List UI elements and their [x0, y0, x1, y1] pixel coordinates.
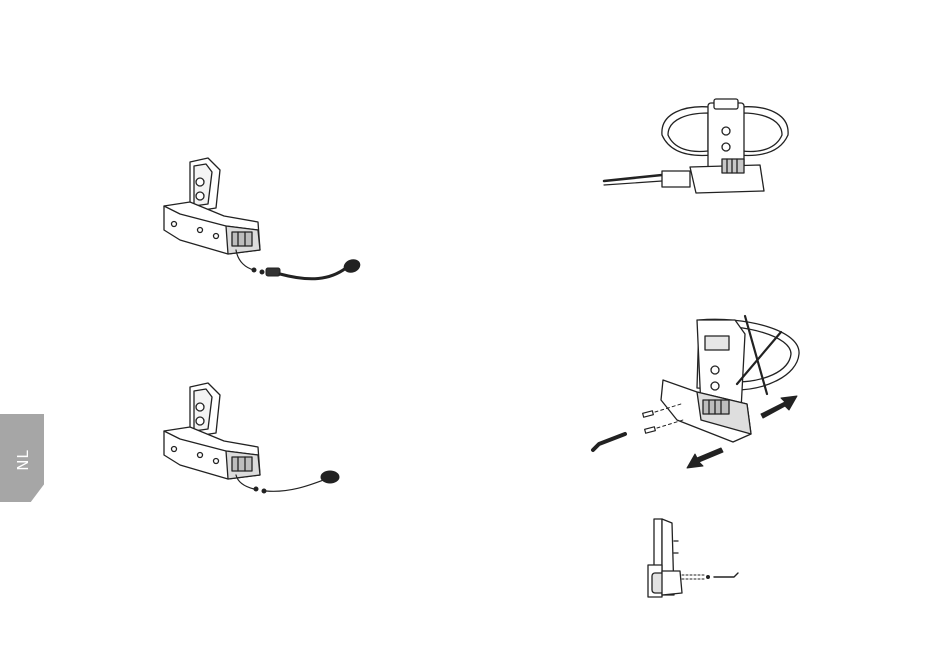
- clamp-wired-mic-illustration: [150, 375, 380, 505]
- hex-key-removal-illustration: [585, 310, 810, 480]
- language-tab-label: NL: [14, 441, 32, 479]
- helmet-mounted-clamp-illustration: [600, 95, 800, 200]
- clamp-boom-mic-illustration: [150, 150, 380, 290]
- clamp-side-view-illustration: [640, 515, 750, 605]
